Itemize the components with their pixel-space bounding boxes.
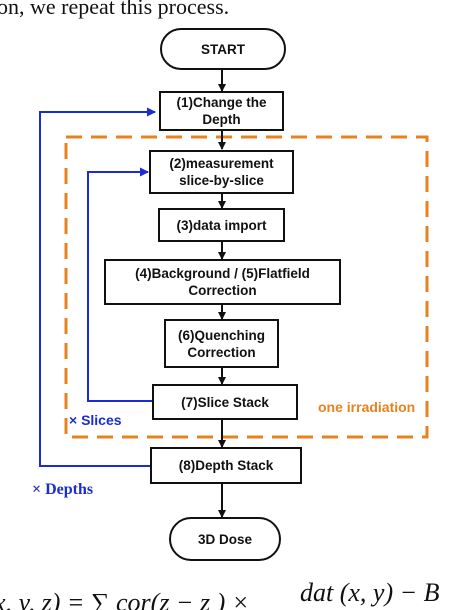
one-irradiation-region: [64, 135, 429, 439]
dose-node: 3D Dose: [169, 517, 281, 561]
slice-stack-node: (7)Slice Stack: [152, 384, 298, 420]
depths-loop-label: × Depths: [32, 481, 94, 498]
formula-lhs: x, y, z) = ∑ cor(z − z ) ×: [0, 588, 250, 610]
change-depth-node: (1)Change the Depth: [159, 91, 284, 131]
slices-loop-arrow: [87, 167, 152, 402]
top-text: on, we repeat this process.: [0, 0, 230, 19]
depth-stack-node: (8)Depth Stack: [150, 447, 302, 484]
quenching-node: (6)Quenching Correction: [164, 319, 279, 368]
data-import-node: (3)data import: [158, 208, 285, 242]
measurement-node: (2)measurement slice-by-slice: [149, 150, 294, 194]
formula: x, y, z) = ∑ cor(z − z ) × dat (x, y) − …: [0, 578, 460, 610]
depths-loop-arrow: [39, 107, 156, 467]
background-flatfield-node: (4)Background / (5)Flatfield Correction: [104, 259, 341, 305]
slices-loop-label: × Slices: [69, 412, 122, 428]
formula-numerator: dat (x, y) − B: [300, 578, 440, 607]
start-node: START: [160, 28, 286, 70]
one-irradiation-label: one irradiation: [318, 399, 416, 415]
